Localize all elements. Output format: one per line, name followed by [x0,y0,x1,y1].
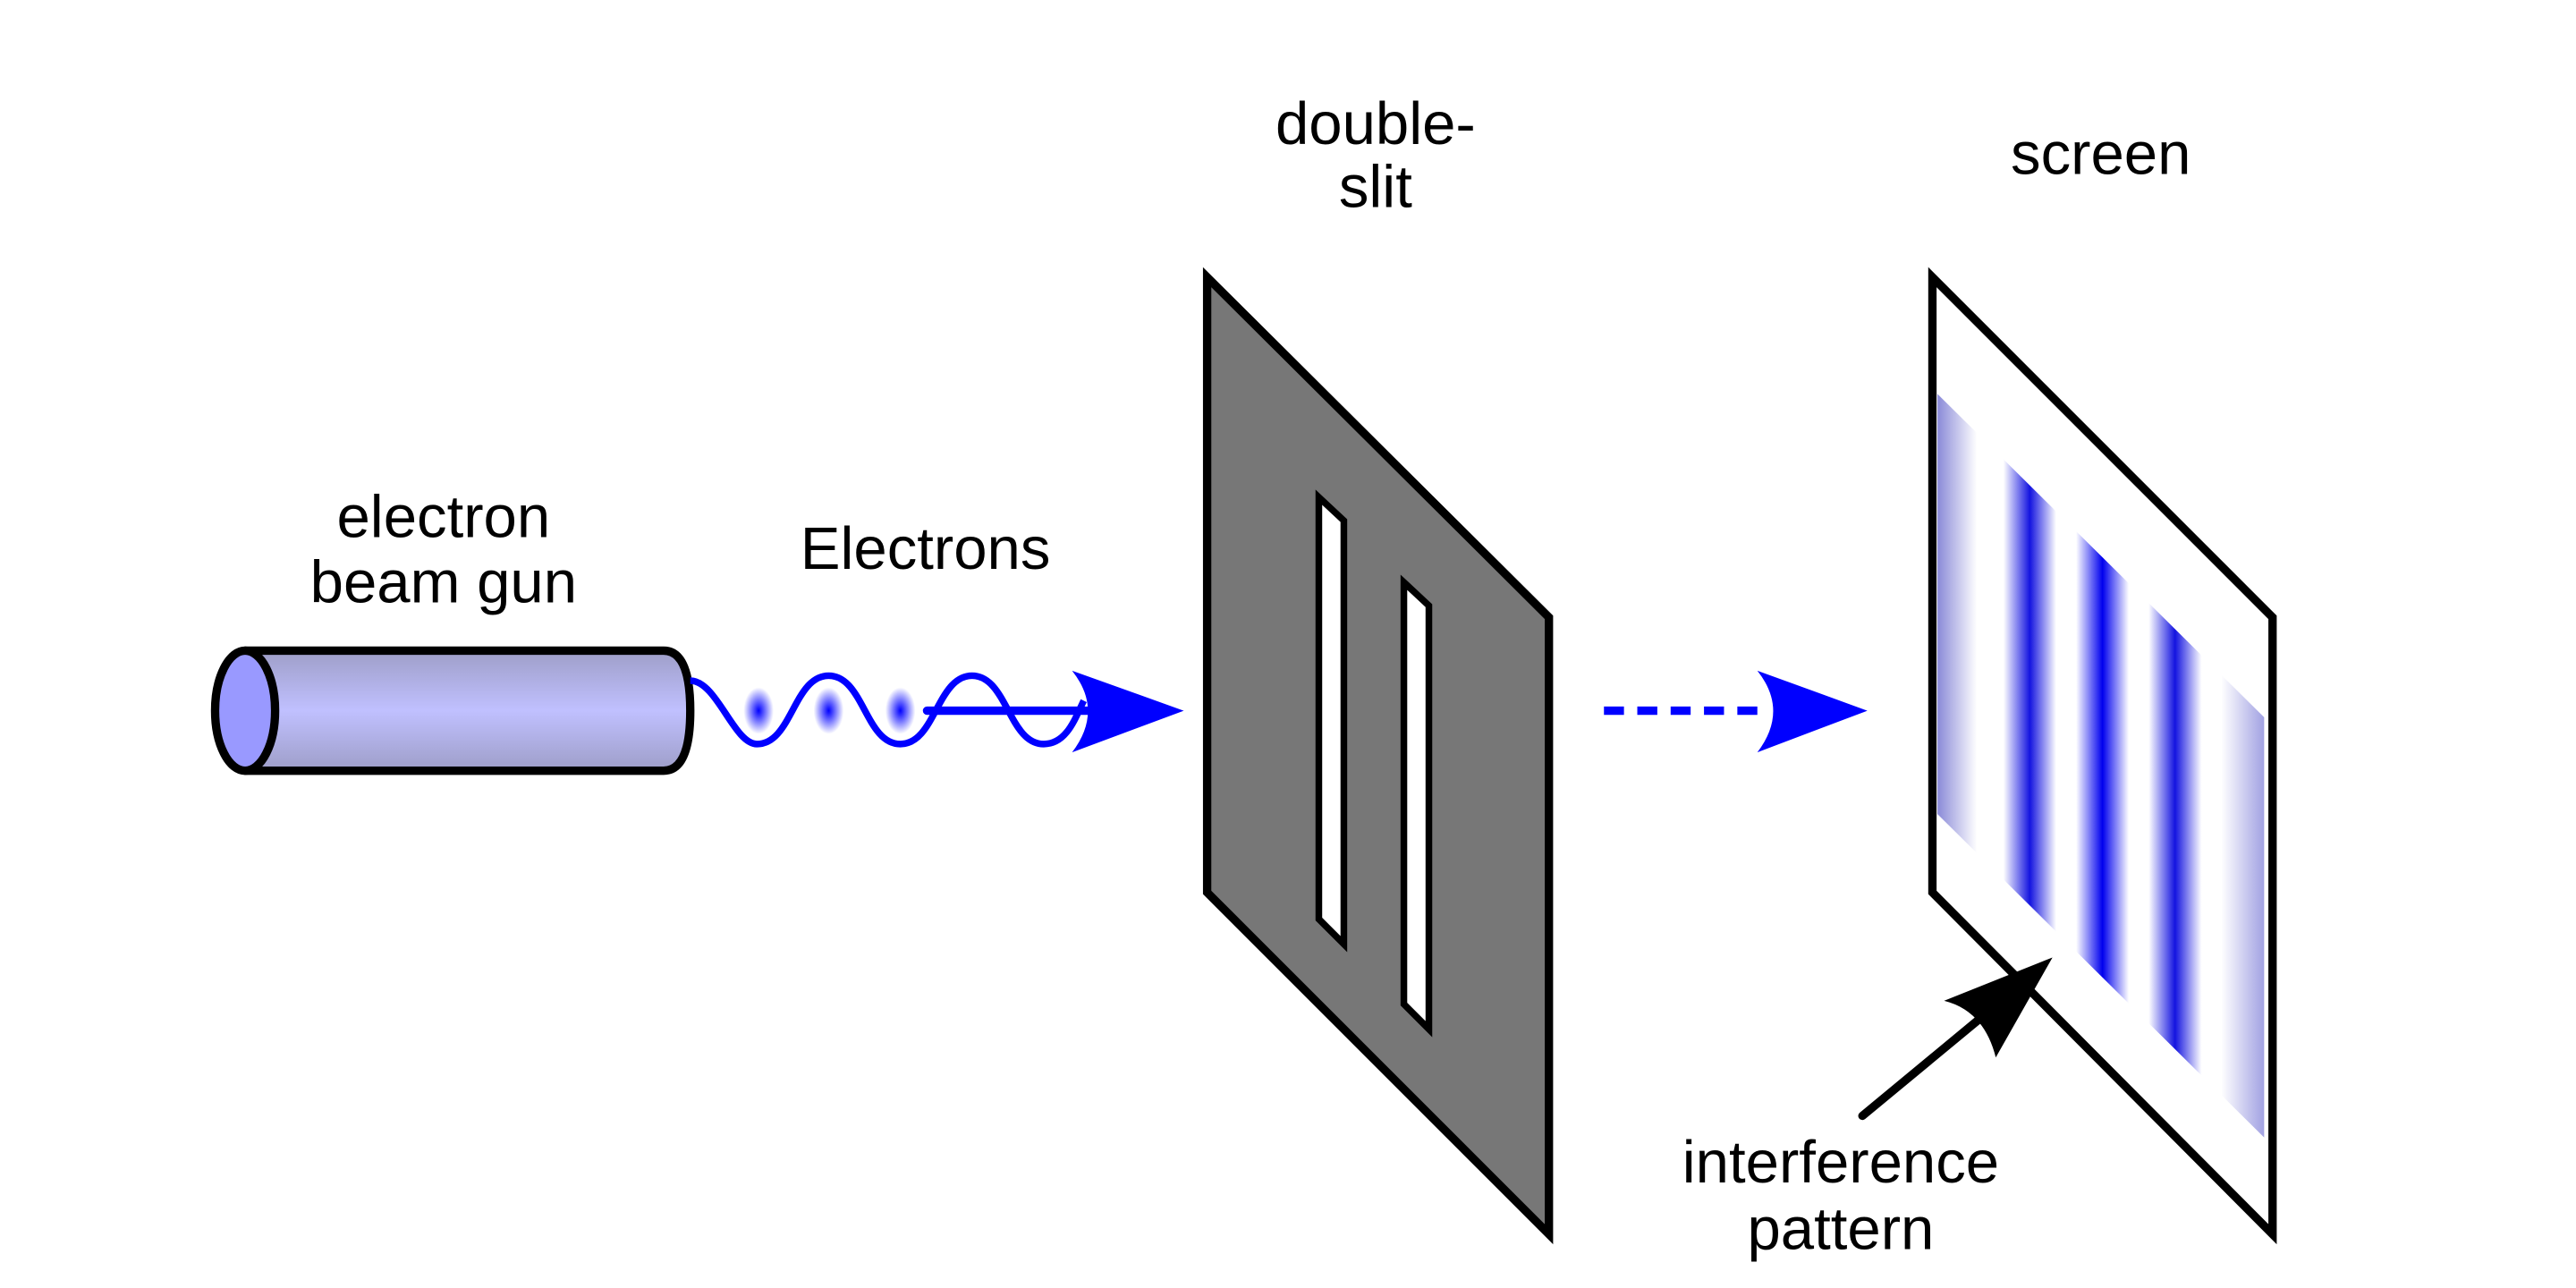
electron-beam [690,670,1184,753]
label-screen: screen [2011,120,2190,187]
label-pattern-2: pattern [1747,1196,1934,1263]
electron-beam-gun [210,646,695,775]
gun-muzzle [210,646,280,775]
electron-dot [885,687,916,734]
double-slit-plate [1202,267,1554,1245]
label-electrons: Electrons [801,515,1051,582]
label-pattern-1: interference [1682,1129,1999,1196]
electron-dot [743,687,774,734]
slit-1 [1315,489,1348,953]
label-gun-1: electron [336,484,550,551]
slit-2 [1400,574,1433,1038]
pattern-pointer-arrow [1858,957,2053,1121]
electron-dot [813,687,844,734]
label-double-slit-2: slit [1339,154,1412,221]
beam-arrowhead [1072,670,1184,753]
label-double-slit-1: double- [1275,90,1476,157]
label-gun-2: beam gun [310,548,577,615]
detection-screen [1928,267,2277,1245]
diffracted-arrowhead [1757,670,1868,753]
diffracted-beam [1604,670,1868,753]
wave [690,672,1087,748]
